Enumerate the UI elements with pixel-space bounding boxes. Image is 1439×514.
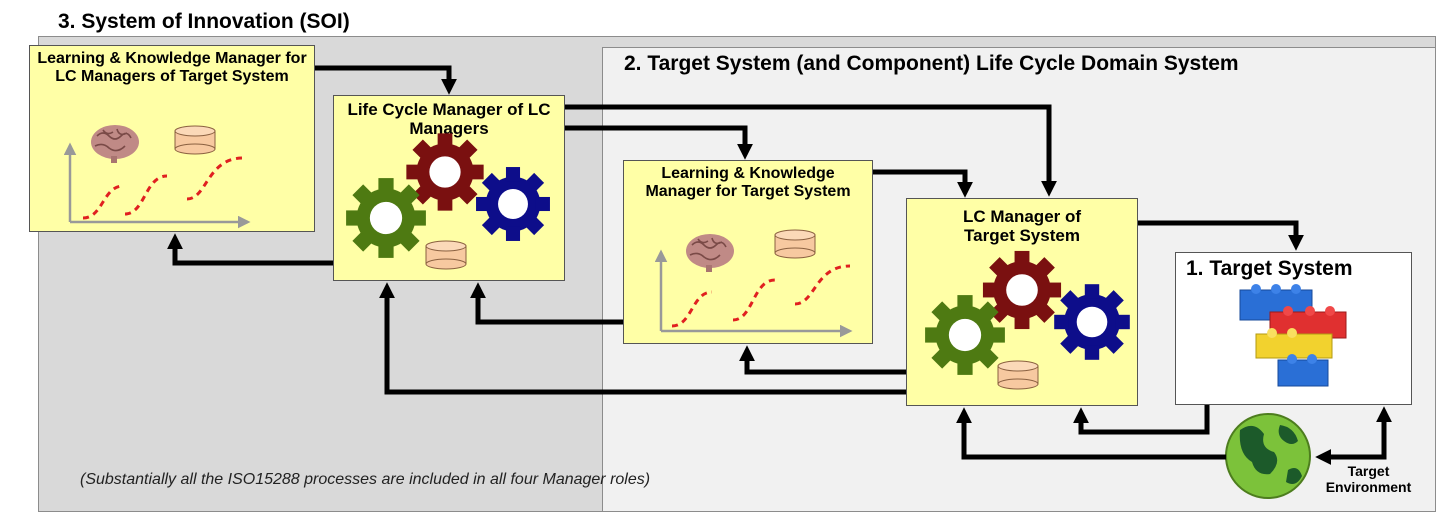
iso-note: (Substantially all the ISO15288 processe…	[80, 471, 651, 488]
lk-manager-lc-title: Learning & Knowledge Manager for LC Mana…	[37, 50, 307, 85]
soi-title: 3. System of Innovation (SOI)	[58, 10, 350, 33]
arrow-lklc-to-lcm	[315, 65, 458, 95]
gear-red-icon	[982, 250, 1062, 330]
arrow-env-to-ts	[1322, 406, 1393, 460]
arrow-ts-to-lcmts	[1072, 405, 1210, 435]
gear-blue-icon	[476, 167, 550, 241]
gear-blue-icon	[1054, 284, 1130, 360]
arrow-lcm-to-lkts	[565, 125, 754, 160]
target-environment-label: Target Environment	[1325, 463, 1412, 496]
arrow-lcmts-to-lkts	[738, 345, 906, 375]
lk-manager-lc-box: Learning & Knowledge Manager for LC Mana…	[29, 45, 315, 232]
lego-bricks-icon	[1239, 284, 1347, 387]
arrow-lcmts-to-lcm	[378, 282, 906, 395]
arrow-lcmts-to-ts	[1138, 220, 1305, 251]
lk-manager-ts-title: Learning & Knowledge Manager for Target …	[645, 165, 851, 200]
brain-icon	[90, 124, 140, 164]
target-system-title: 1. Target System	[1186, 257, 1353, 280]
lc-domain-title: 2. Target System (and Component) Life Cy…	[624, 52, 1239, 75]
gear-green-icon	[346, 178, 426, 258]
arrow-lkts-to-lcm	[469, 282, 623, 325]
database-icon	[997, 360, 1039, 390]
arrow-lkts-to-lcmts	[873, 169, 974, 198]
database-icon	[774, 229, 816, 259]
arrow-lcm-to-lklc	[166, 233, 333, 266]
lk-lc-graph	[63, 142, 251, 229]
arrow-env-to-lcmts	[955, 407, 1226, 460]
lc-manager-ts-title: LC Manager of Target System	[962, 207, 1082, 245]
database-icon	[174, 125, 216, 155]
gear-red-icon	[406, 133, 484, 211]
globe-icon	[1225, 413, 1311, 499]
brain-icon	[685, 233, 735, 273]
arrow-lcm-to-lcmts	[565, 104, 1058, 197]
gear-green-icon	[925, 295, 1005, 375]
lcm-of-lc-managers-title: Life Cycle Manager of LC Managers	[347, 100, 551, 138]
connector-arrows	[166, 65, 1393, 460]
lk-manager-ts-box: Learning & Knowledge Manager for Target …	[623, 160, 873, 344]
database-icon	[425, 240, 467, 270]
lk-ts-graph	[654, 249, 853, 338]
